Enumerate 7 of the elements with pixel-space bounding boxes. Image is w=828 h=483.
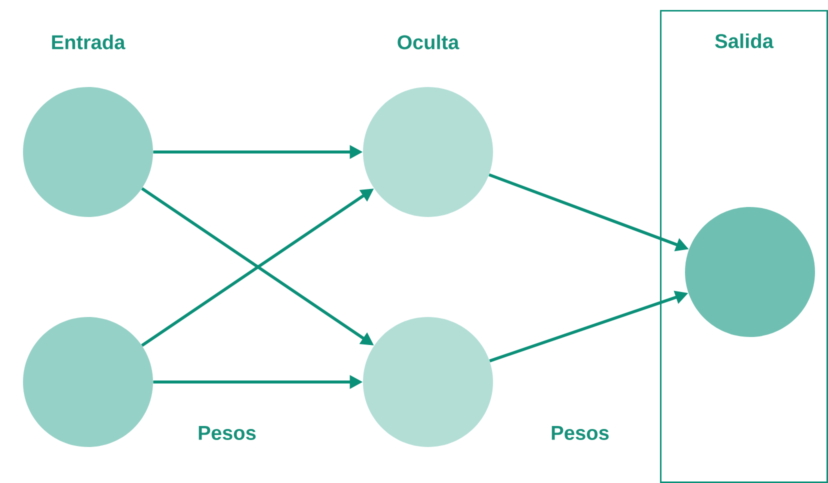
neuron-circle <box>363 87 493 217</box>
neuron-circle <box>23 87 153 217</box>
neuron-circle <box>363 317 493 447</box>
neuron-circle <box>23 317 153 447</box>
layer-title: Salida <box>715 34 774 48</box>
output-layer-box <box>660 10 828 483</box>
neuron-circle <box>685 207 815 337</box>
